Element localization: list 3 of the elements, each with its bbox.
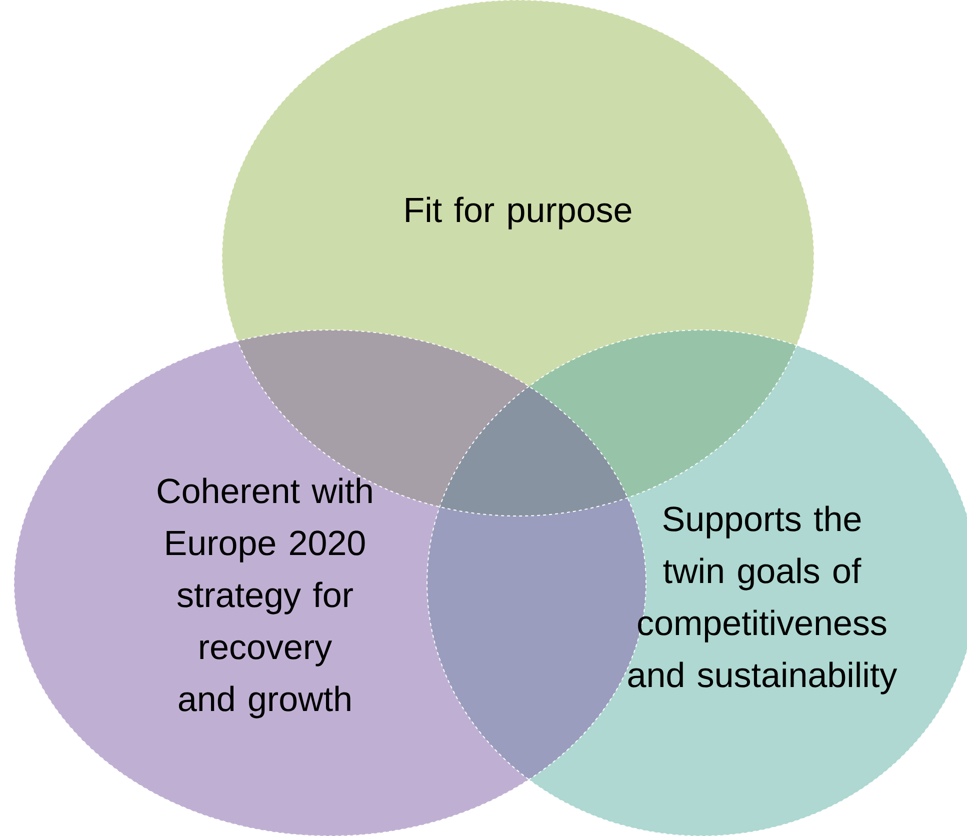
ellipse-label: Supports the twin goals of competitiveness and sustainability (628, 506, 898, 694)
ellipse-label: Fit for purpose (406, 196, 632, 230)
ellipse-label: Coherent with Europe 2020 strategy for recovery and growth (158, 478, 372, 718)
